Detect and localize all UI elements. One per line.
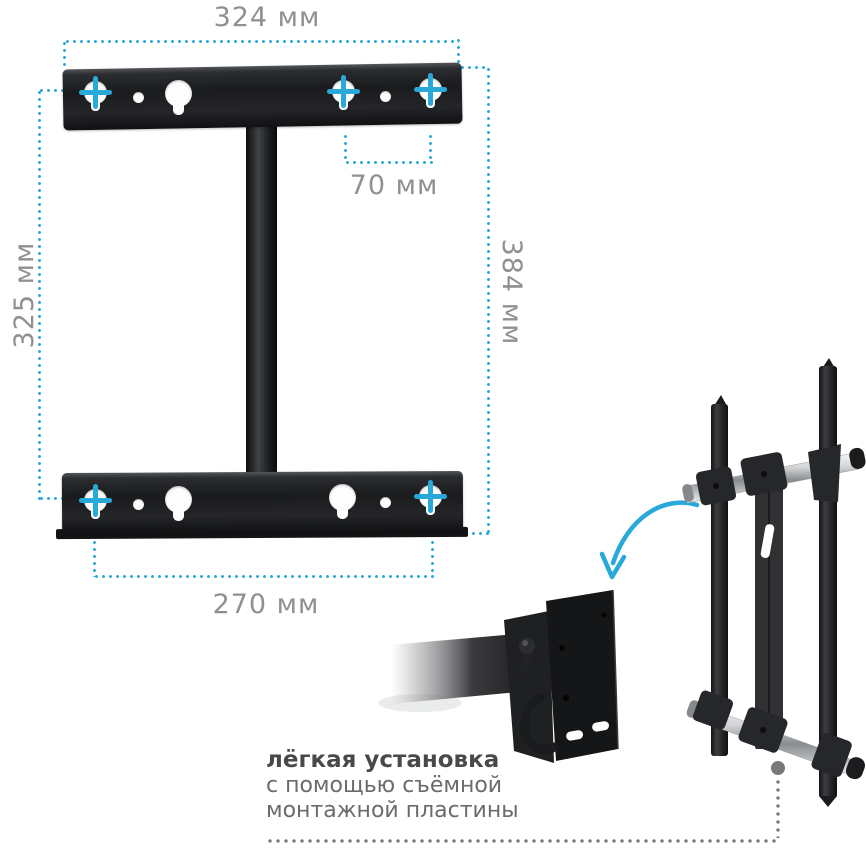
dimension-extension-line: [459, 66, 489, 69]
dimension-extension-line: [457, 37, 460, 67]
dimension-extension-line: [429, 133, 432, 163]
mounting-plate-photo: [682, 358, 866, 807]
caption-title: лёгкая установка: [266, 747, 500, 773]
dimension-line-hole-spacing: [344, 161, 433, 164]
pilot-hole: [133, 92, 144, 103]
dimension-label-bottom-width: 270 мм: [212, 589, 320, 620]
mount-hole-cross-icon: [414, 480, 447, 513]
keyhole-slot: [165, 80, 192, 115]
leader-line-vertical: [776, 778, 780, 838]
pilot-hole: [380, 91, 391, 102]
dimension-extension-line: [38, 89, 64, 92]
dimension-extension-line: [93, 539, 96, 577]
dimension-line-right-height: [487, 66, 490, 535]
leader-line-horizontal: [266, 839, 779, 843]
dimension-line-left-height: [38, 89, 41, 500]
tv-bracket-photo: [378, 589, 619, 763]
curved-arrow-icon: [599, 500, 700, 580]
caption-line-2: с помощью съёмной: [266, 773, 503, 798]
dimension-line-top-width: [64, 40, 459, 43]
caption-line-3: монтажной пластины: [266, 798, 519, 823]
dimension-extension-line: [431, 539, 434, 577]
dimension-extension-line: [38, 497, 64, 500]
leader-dot: [771, 761, 785, 775]
mount-hole-cross-icon: [79, 484, 112, 517]
dimension-extension-line: [344, 133, 347, 163]
dimension-extension-line: [63, 40, 66, 67]
mount-hole-cross-icon: [327, 75, 360, 108]
mount-hole-cross-icon: [79, 76, 112, 109]
dimension-label-top-width: 324 мм: [213, 2, 321, 33]
keyhole-slot: [329, 484, 356, 519]
pilot-hole: [380, 497, 391, 508]
bracket-center-column: [246, 122, 277, 478]
dimension-extension-line: [463, 532, 490, 535]
dimension-line-bottom-width: [93, 575, 434, 578]
pilot-hole: [133, 499, 144, 510]
caption-block: лёгкая установка с помощью съёмной монта…: [266, 747, 519, 823]
mount-hole-cross-icon: [414, 73, 447, 106]
keyhole-slot: [165, 486, 192, 521]
dimension-label-hole-spacing: 70 мм: [349, 170, 439, 201]
